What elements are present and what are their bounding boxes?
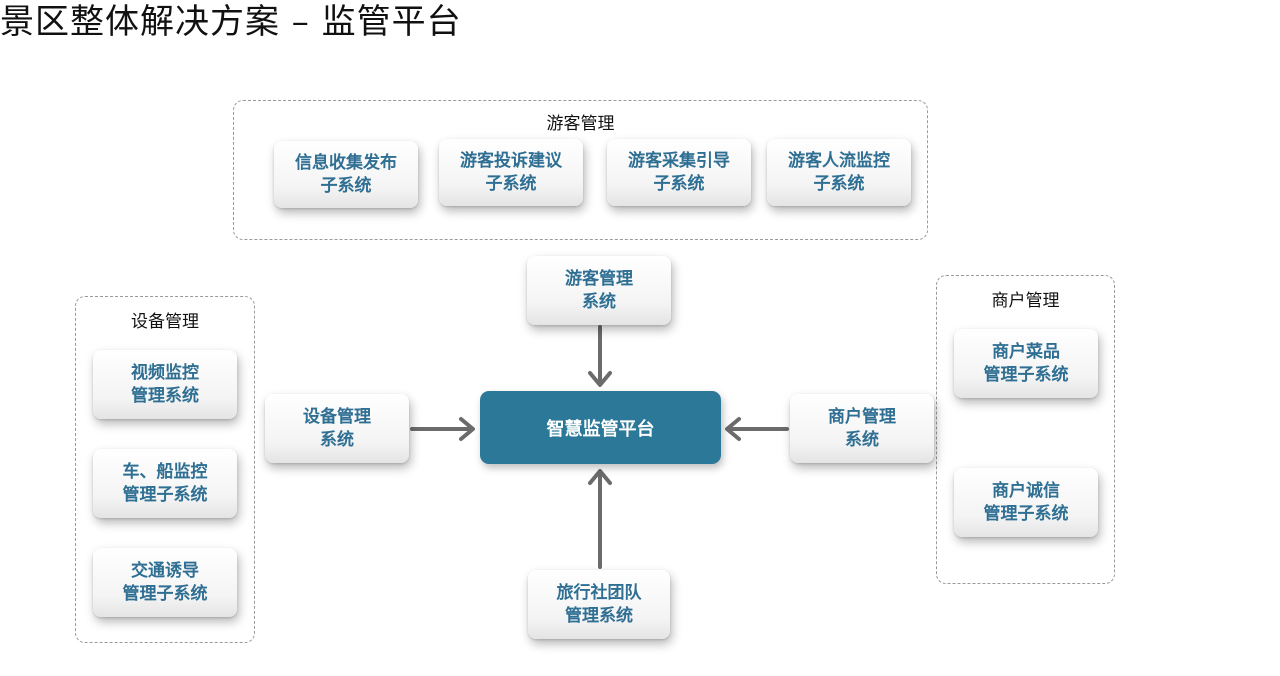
card-line1: 设备管理: [303, 406, 371, 427]
group-label-merchant: 商户管理: [991, 291, 1060, 311]
node-travel-agency-system[interactable]: 旅行社团队 管理系统: [528, 570, 670, 639]
card-line2: 管理子系统: [122, 484, 208, 505]
card-line1: 车、船监控: [122, 461, 208, 482]
card-line2: 子系统: [485, 173, 537, 194]
arrowhead-top: [588, 371, 612, 387]
card-line1: 游客投诉建议: [460, 150, 562, 171]
card-line2: 管理系统: [565, 605, 633, 626]
arrowhead-bottom: [588, 469, 612, 485]
card-line1: 商户管理: [828, 406, 896, 427]
card-line2: 管理系统: [131, 385, 199, 406]
group-label-device: 设备管理: [131, 312, 199, 332]
arrowhead-right: [725, 417, 741, 441]
card-line1: 信息收集发布: [295, 152, 397, 173]
page-title: 景区整体解决方案 – 监管平台: [0, 2, 462, 42]
card-line1: 商户菜品: [992, 341, 1060, 362]
card-line1: 游客管理: [565, 268, 633, 289]
node-visitor-management-system[interactable]: 游客管理 系统: [527, 256, 671, 325]
card-visitor-guide[interactable]: 游客采集引导 子系统: [607, 139, 751, 206]
card-line2: 系统: [582, 291, 616, 312]
card-line2: 子系统: [320, 175, 372, 196]
group-merchant-management: 商户管理: [936, 275, 1115, 584]
card-visitor-flow[interactable]: 游客人流监控 子系统: [767, 139, 911, 206]
arrowhead-left: [459, 417, 475, 441]
node-device-management-system[interactable]: 设备管理 系统: [265, 394, 409, 463]
node-merchant-management-system[interactable]: 商户管理 系统: [790, 394, 934, 463]
card-line2: 管理子系统: [983, 503, 1069, 524]
card-line1: 视频监控: [131, 362, 199, 383]
smart-supervision-platform[interactable]: 智慧监管平台: [480, 391, 721, 464]
card-line1: 游客人流监控: [788, 150, 890, 171]
card-visitor-complaint[interactable]: 游客投诉建议 子系统: [439, 139, 583, 206]
card-line2: 子系统: [653, 173, 705, 194]
card-line1: 旅行社团队: [556, 582, 642, 603]
card-video-monitor[interactable]: 视频监控 管理系统: [93, 350, 237, 419]
group-label-visitor: 游客管理: [546, 114, 615, 134]
card-line2: 管理子系统: [122, 583, 208, 604]
card-line1: 游客采集引导: [628, 150, 730, 171]
card-line2: 子系统: [813, 173, 865, 194]
card-info-collection[interactable]: 信息收集发布 子系统: [274, 141, 418, 208]
card-line2: 系统: [320, 429, 354, 450]
card-vehicle-boat-monitor[interactable]: 车、船监控 管理子系统: [93, 449, 237, 518]
card-line1: 商户诚信: [992, 480, 1060, 501]
card-merchant-integrity[interactable]: 商户诚信 管理子系统: [954, 468, 1098, 537]
card-line1: 交通诱导: [131, 560, 199, 581]
card-merchant-dishes[interactable]: 商户菜品 管理子系统: [954, 329, 1098, 398]
card-traffic-guidance[interactable]: 交通诱导 管理子系统: [93, 548, 237, 617]
group-visitor-management: 游客管理: [233, 100, 928, 240]
card-line2: 管理子系统: [983, 364, 1069, 385]
group-device-management: 设备管理: [75, 296, 255, 643]
card-line2: 系统: [845, 429, 879, 450]
